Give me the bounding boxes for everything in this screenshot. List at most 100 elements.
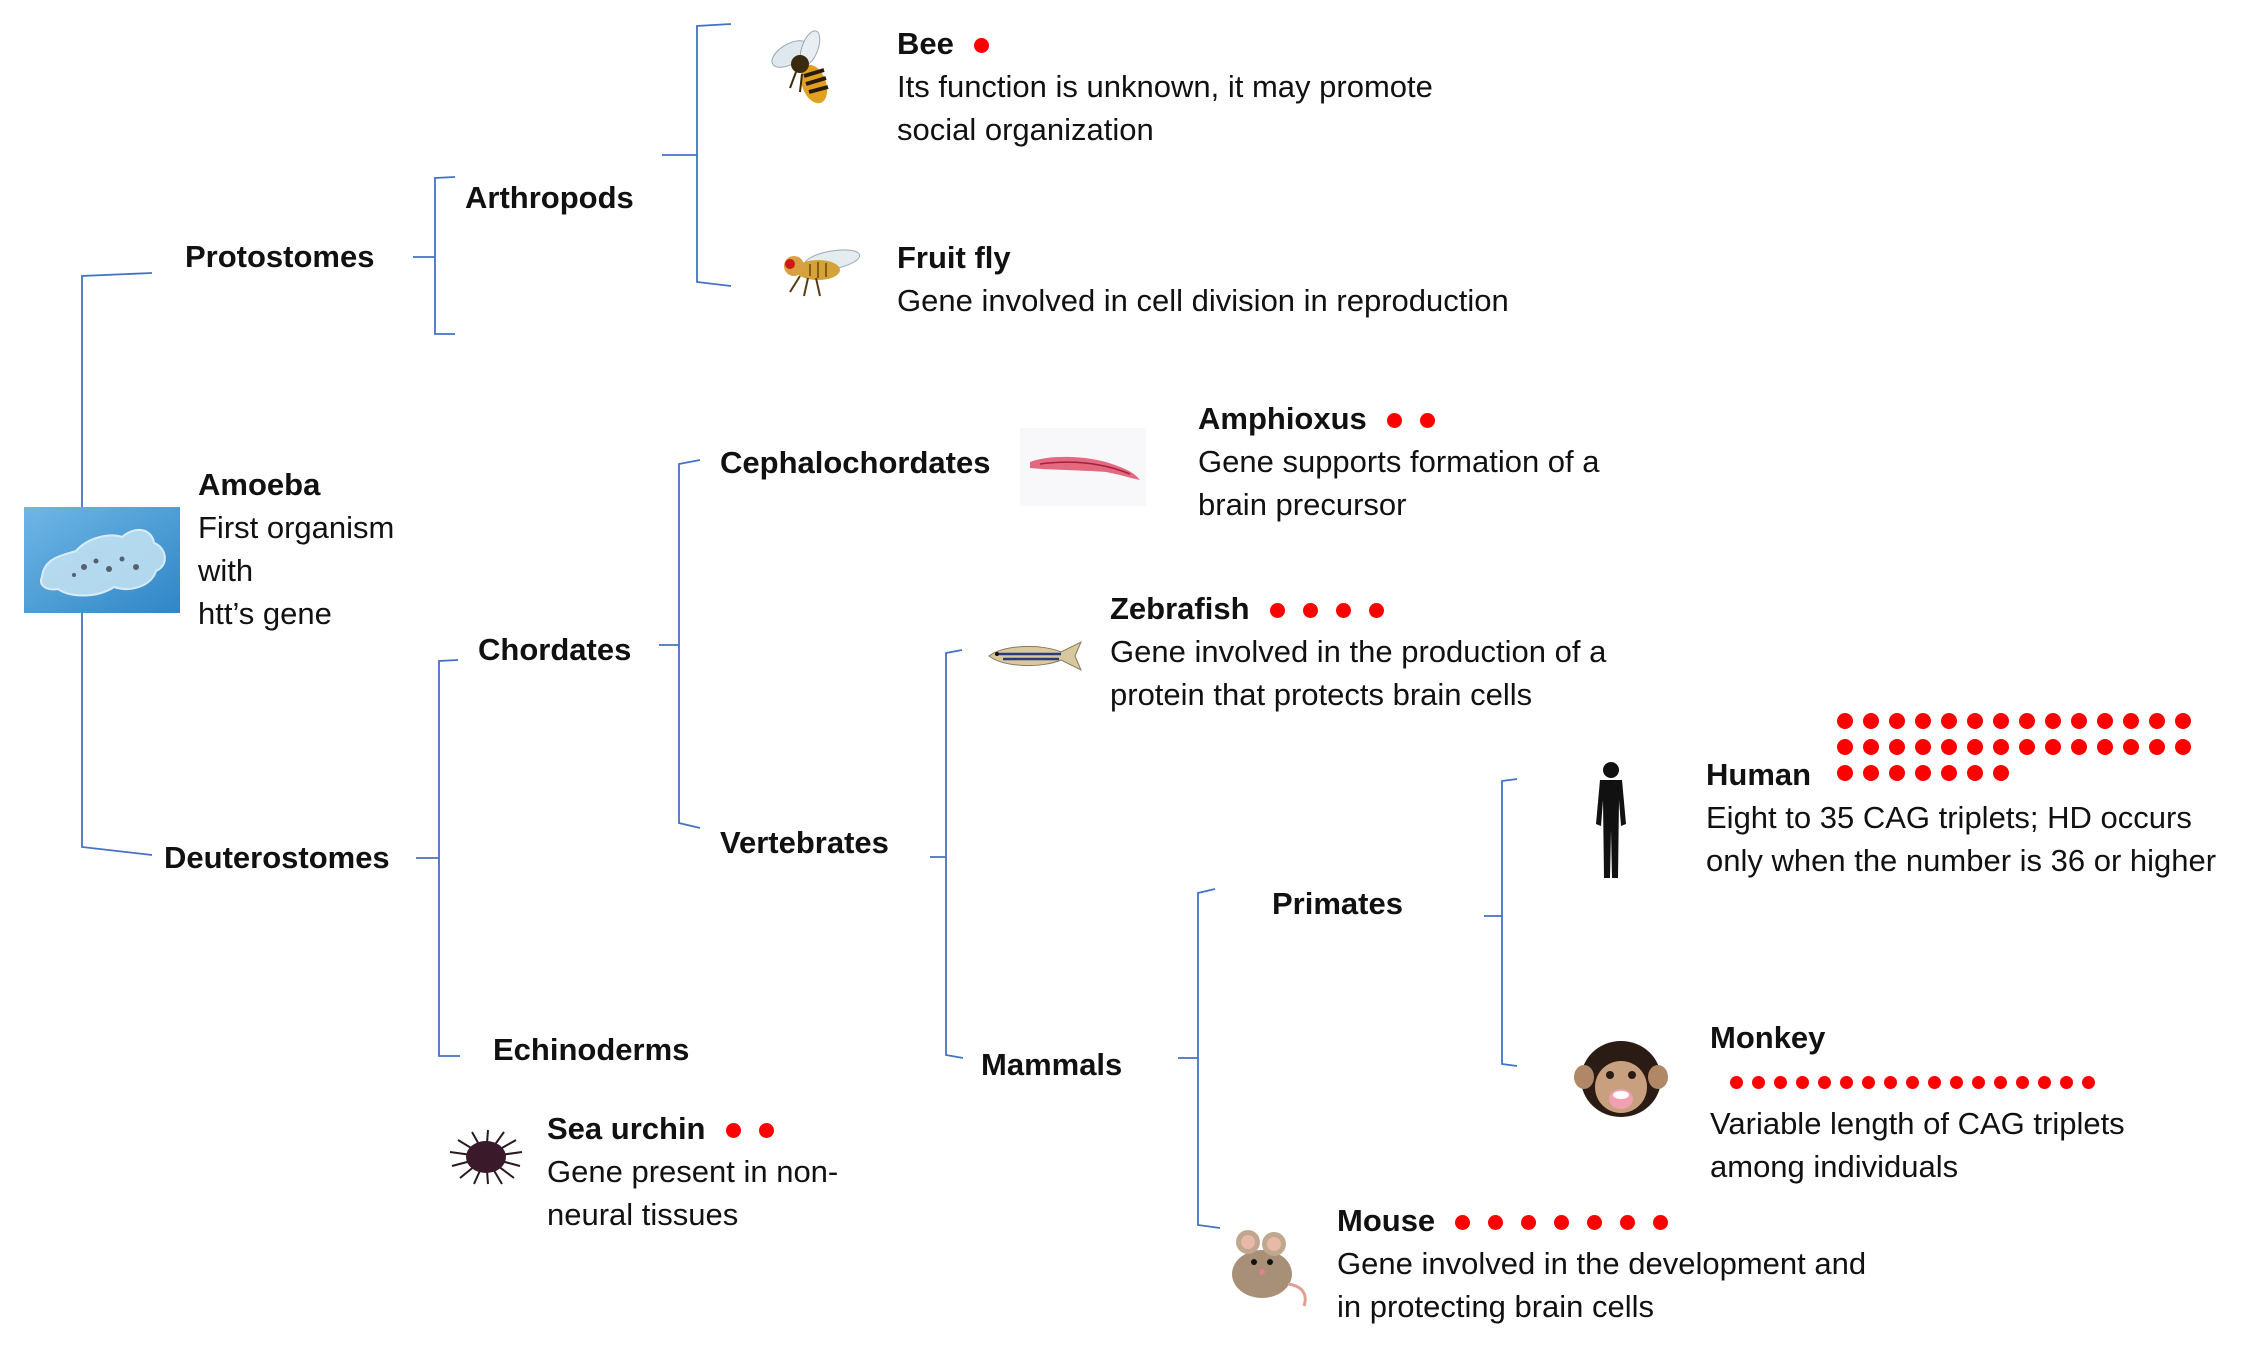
bee-description: Its function is unknown, it may promote … [897,69,1433,147]
clade-mammals: Mammals [981,1047,1123,1082]
cag-dot [1837,765,1853,781]
human-name: Human [1706,757,1812,792]
bee-text: Bee Its function is unknown, it may prom… [897,22,1457,151]
sea-urchin-text: Sea urchin Gene present in non-neural ti… [547,1107,847,1236]
cag-dot [1386,413,1402,429]
cag-dot [2082,1076,2095,1090]
cag-dot [2045,739,2061,755]
cag-dot [1993,765,2009,781]
cag-dot [1950,1076,1963,1090]
sea-urchin-image [449,1129,523,1185]
cag-dot [1889,713,1905,729]
cag-dot [1455,1215,1471,1231]
cag-dot [1941,713,1957,729]
fruit-fly-name: Fruit fly [897,240,1011,275]
human-cag-dots [1837,713,2217,791]
amphioxus-name: Amphioxus [1198,401,1367,436]
cag-dot [2123,713,2139,729]
cag-dot [1620,1215,1636,1231]
cag-dot [1863,739,1879,755]
deuterostomes-bracket [416,659,460,1057]
cag-dot [1863,713,1879,729]
monkey-description: Variable length of CAG triplets among in… [1710,1106,2125,1184]
cag-dot [1796,1076,1809,1090]
zebrafish-description: Gene involved in the production of a pro… [1110,634,1607,712]
cag-dot [1915,713,1931,729]
cag-dot [1928,1076,1941,1090]
cag-dot [2149,713,2165,729]
cag-dot [2045,713,2061,729]
cag-dot [2175,739,2191,755]
bee-cag-dots [973,38,1007,54]
cag-dot [1972,1076,1985,1090]
amoeba-desc-line-2: with [198,553,254,588]
vertebrates-bracket [930,649,964,1059]
mouse-cag-dots [1455,1215,1686,1231]
zebrafish-text: Zebrafish Gene involved in the productio… [1110,587,1650,716]
cag-dot [2019,713,2035,729]
zebrafish-image [988,640,1082,672]
clade-deuterostomes: Deuterostomes [164,840,390,875]
cag-dot [1837,739,1853,755]
cag-dot [2097,713,2113,729]
cag-dot [1941,739,1957,755]
monkey-text: Monkey Variable length of CAG triplets a… [1710,1016,2210,1188]
cag-dot [2071,713,2087,729]
cag-dot [2019,739,2035,755]
clade-protostomes: Protostomes [185,239,375,274]
cag-dot [1587,1215,1603,1231]
bee-name: Bee [897,26,954,61]
human-silhouette-image [1596,762,1626,878]
cag-dot [1993,713,2009,729]
mouse-text: Mouse Gene involved in the development a… [1337,1199,1897,1328]
chordates-bracket [659,459,701,829]
protostomes-bracket [413,176,456,335]
human-description: Eight to 35 CAG triplets; HD occurs only… [1706,800,2217,878]
chimpanzee-image [1574,1041,1668,1117]
cag-dot [2097,739,2113,755]
cag-dot [1554,1215,1570,1231]
mammals-bracket [1178,888,1221,1229]
sea-urchin-description: Gene present in non-neural tissues [547,1154,839,1232]
amphioxus-description: Gene supports formation of a brain precu… [1198,444,1600,522]
sea-urchin-name: Sea urchin [547,1111,706,1146]
amoeba-image [24,507,180,613]
cag-dot [1752,1076,1765,1090]
mouse-name: Mouse [1337,1203,1436,1238]
cag-dot [1488,1215,1504,1231]
cag-dot [1837,713,1853,729]
amoeba-desc-line-3: htt’s gene [198,596,332,631]
cag-dot [1840,1076,1853,1090]
clade-primates: Primates [1272,886,1403,921]
cag-dot [1967,765,1983,781]
clade-cephalochordates: Cephalochordates [720,445,991,480]
monkey-name: Monkey [1710,1020,1826,1055]
cag-dot [2123,739,2139,755]
clade-echinoderms: Echinoderms [493,1032,690,1067]
amoeba-desc-line-1: First organism [198,510,395,545]
amoeba-text: Amoeba First organism with htt’s gene [198,463,394,635]
mouse-image [1232,1230,1307,1307]
cag-dot [1368,603,1384,619]
amphioxus-cag-dots [1386,413,1453,429]
cag-dot [973,38,989,54]
bee-image [771,30,829,104]
cag-dot [1993,739,2009,755]
cag-dot [2175,713,2191,729]
cag-dot [1967,739,1983,755]
clade-arthropods: Arthropods [465,180,634,215]
cag-dot [1419,413,1435,429]
cag-dot [2038,1076,2051,1090]
cag-dot [1862,1076,1875,1090]
cag-dot [758,1123,774,1139]
fruit-fly-text: Fruit fly Gene involved in cell division… [897,236,1597,322]
cag-dot [1889,765,1905,781]
amphioxus-text: Amphioxus Gene supports formation of a b… [1198,397,1618,526]
cag-dot [1906,1076,1919,1090]
cag-dot [1967,713,1983,729]
amphioxus-image [1020,428,1146,506]
cag-dot [2071,739,2087,755]
sea-urchin-cag-dots [725,1123,792,1139]
arthropods-bracket [662,23,732,287]
